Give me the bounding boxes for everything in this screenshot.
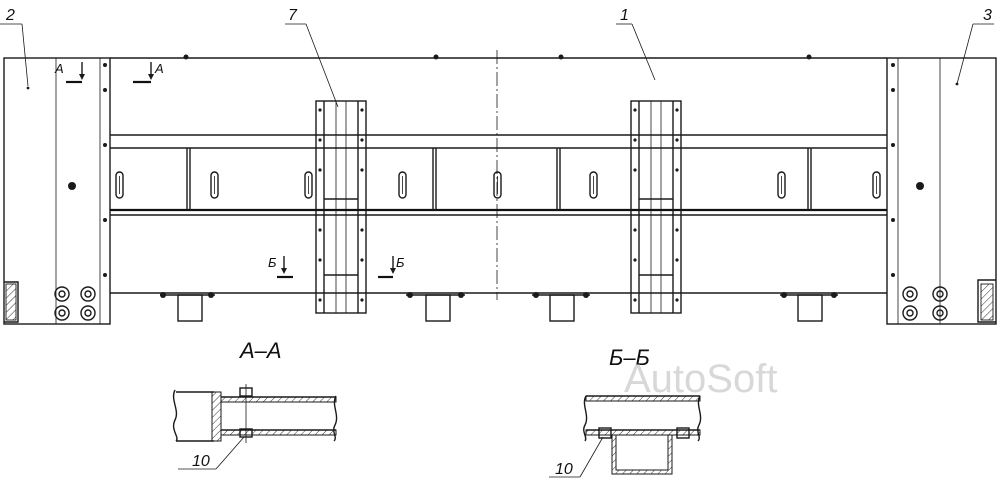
- cut-marker-b: [277, 256, 396, 279]
- section-aa: [172, 384, 338, 470]
- slotted-holes: [115, 171, 881, 199]
- section-title-bb: Б–Б: [609, 345, 650, 370]
- callout-1: 1: [620, 7, 629, 24]
- cut-label-a-left: А: [54, 61, 64, 76]
- callout-3: 3: [983, 7, 992, 24]
- right-washers: [902, 279, 996, 323]
- column-7: [315, 100, 367, 314]
- side-bolts: [26, 63, 959, 277]
- cut-label-b-left: Б: [268, 255, 277, 270]
- mounting-feet: [160, 292, 838, 322]
- callout-10-aa: 10: [192, 453, 210, 470]
- cut-label-b-right: Б: [396, 255, 405, 270]
- top-bolts: [183, 54, 812, 60]
- frame-bolt-clusters: [68, 182, 924, 190]
- callout-10-bb: 10: [555, 461, 573, 478]
- main-view: [0, 23, 997, 325]
- cut-label-a-right: А: [154, 61, 164, 76]
- callout-2: 2: [5, 7, 15, 24]
- column-1: [630, 100, 682, 314]
- left-end-frame: [3, 57, 111, 325]
- left-washers: [4, 281, 96, 323]
- right-end-frame: [886, 57, 997, 325]
- callout-7: 7: [288, 7, 298, 24]
- section-title-aa: А–А: [238, 338, 282, 363]
- cut-marker-a: [66, 62, 154, 84]
- panel-dividers: [186, 148, 812, 210]
- section-bb: [549, 395, 702, 478]
- watermark: AutoSoft: [624, 357, 777, 401]
- callout-leaders: [0, 23, 994, 108]
